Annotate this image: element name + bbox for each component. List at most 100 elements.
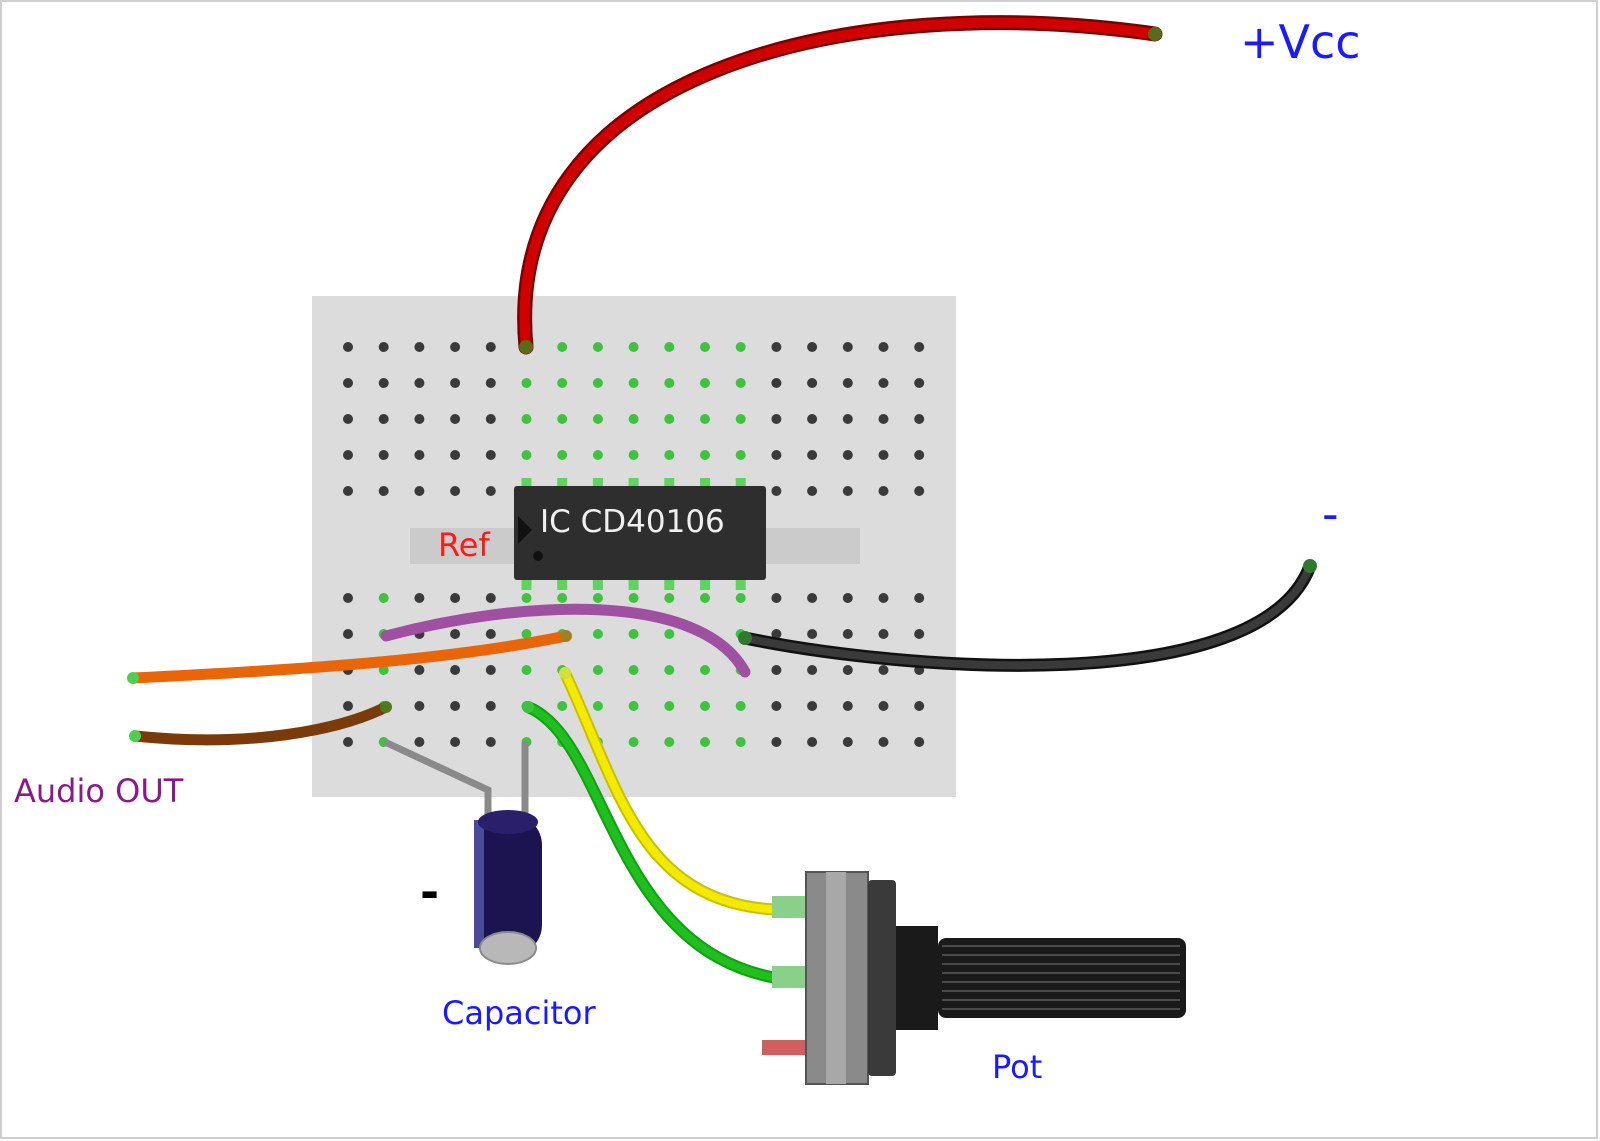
- breadboard-hole: [414, 378, 425, 388]
- potentiometer-icon: [762, 871, 1186, 1085]
- breadboard-hole: [450, 486, 461, 496]
- breadboard-hole: [664, 414, 675, 424]
- breadboard-hole: [771, 665, 782, 675]
- breadboard-hole: [592, 629, 603, 639]
- breadboard-hole: [557, 378, 568, 388]
- breadboard-hole: [842, 450, 853, 460]
- breadboard-hole: [914, 737, 925, 747]
- breadboard-hole: [414, 342, 425, 352]
- breadboard-hole: [700, 665, 710, 675]
- breadboard-hole: [878, 593, 889, 603]
- breadboard-hole: [842, 342, 853, 352]
- breadboard-hole: [771, 486, 782, 496]
- ground-label: -: [1322, 487, 1339, 541]
- breadboard-hole: [521, 593, 532, 603]
- breadboard-hole: [878, 414, 889, 424]
- breadboard-hole: [557, 701, 568, 711]
- breadboard-hole: [914, 486, 925, 496]
- breadboard-hole: [771, 701, 782, 711]
- breadboard-hole: [414, 414, 425, 424]
- breadboard-hole: [450, 342, 461, 352]
- ic-chip-icon: [514, 478, 766, 590]
- breadboard-hole: [807, 629, 818, 639]
- capacitor-leg-left: [383, 738, 492, 820]
- breadboard-hole: [592, 450, 603, 460]
- purple-wire: [380, 603, 751, 678]
- breadboard-hole: [485, 486, 496, 496]
- breadboard-hole: [771, 450, 782, 460]
- breadboard-hole: [700, 414, 710, 424]
- breadboard-hole: [878, 629, 889, 639]
- breadboard-hole: [414, 486, 425, 496]
- ic-pin: [592, 478, 603, 490]
- breadboard-hole: [628, 665, 639, 675]
- breadboard-hole: [592, 665, 603, 675]
- breadboard-hole: [878, 701, 889, 711]
- breadboard-hole: [842, 629, 853, 639]
- breadboard-hole: [378, 665, 389, 675]
- ic-pin: [557, 478, 568, 490]
- breadboard-hole: [485, 342, 496, 352]
- ic-pin: [592, 578, 603, 590]
- breadboard-hole: [735, 593, 746, 603]
- breadboard-hole: [521, 629, 532, 639]
- breadboard-hole: [842, 593, 853, 603]
- breadboard-hole: [450, 701, 461, 711]
- breadboard-hole: [735, 342, 746, 352]
- breadboard-hole: [485, 378, 496, 388]
- ic-pin1-dot: [533, 551, 543, 561]
- vcc-label: +Vcc: [1240, 15, 1361, 69]
- pot-label: Pot: [992, 1048, 1042, 1086]
- breadboard-hole: [414, 737, 425, 747]
- orange-audio-wire: [127, 630, 572, 684]
- breadboard-hole: [343, 701, 353, 711]
- breadboard-hole: [700, 737, 710, 747]
- breadboard-hole: [914, 593, 925, 603]
- ic-pin: [664, 478, 675, 490]
- breadboard-hole: [628, 737, 639, 747]
- ic-notch: [518, 516, 532, 544]
- ic-pin: [628, 478, 639, 490]
- breadboard-hole: [914, 629, 925, 639]
- breadboard-hole: [450, 629, 461, 639]
- breadboard-hole: [878, 450, 889, 460]
- breadboard-hole: [664, 450, 675, 460]
- breadboard-hole: [664, 737, 675, 747]
- breadboard-hole: [592, 593, 603, 603]
- breadboard-hole: [807, 665, 818, 675]
- ic-label: IC CD40106: [540, 504, 725, 540]
- breadboard-hole: [592, 342, 603, 352]
- breadboard-hole: [378, 378, 389, 388]
- breadboard-hole: [842, 665, 853, 675]
- breadboard-hole: [485, 414, 496, 424]
- breadboard-hole: [914, 701, 925, 711]
- ic-pin: [735, 478, 746, 490]
- breadboard-hole: [914, 450, 925, 460]
- breadboard-hole: [450, 450, 461, 460]
- breadboard-hole: [628, 593, 639, 603]
- breadboard-hole: [664, 378, 675, 388]
- breadboard-hole: [628, 414, 639, 424]
- electrolytic-capacitor-icon: [474, 810, 542, 965]
- breadboard-hole: [735, 701, 746, 711]
- breadboard-hole: [557, 593, 568, 603]
- breadboard-hole: [735, 450, 746, 460]
- breadboard-hole: [914, 378, 925, 388]
- breadboard-hole: [378, 593, 389, 603]
- breadboard-hole: [414, 701, 425, 711]
- breadboard-hole: [807, 378, 818, 388]
- breadboard-hole: [485, 701, 496, 711]
- breadboard-hole: [485, 593, 496, 603]
- breadboard-hole: [664, 342, 675, 352]
- breadboard-hole: [343, 629, 353, 639]
- breadboard-hole: [771, 342, 782, 352]
- breadboard-hole: [343, 342, 353, 352]
- breadboard-hole: [378, 342, 389, 352]
- breadboard-hole: [485, 450, 496, 460]
- breadboard-hole: [842, 486, 853, 496]
- breadboard-hole: [592, 701, 603, 711]
- ref-label: Ref: [438, 526, 490, 564]
- breadboard-hole: [735, 414, 746, 424]
- breadboard-hole: [735, 378, 746, 388]
